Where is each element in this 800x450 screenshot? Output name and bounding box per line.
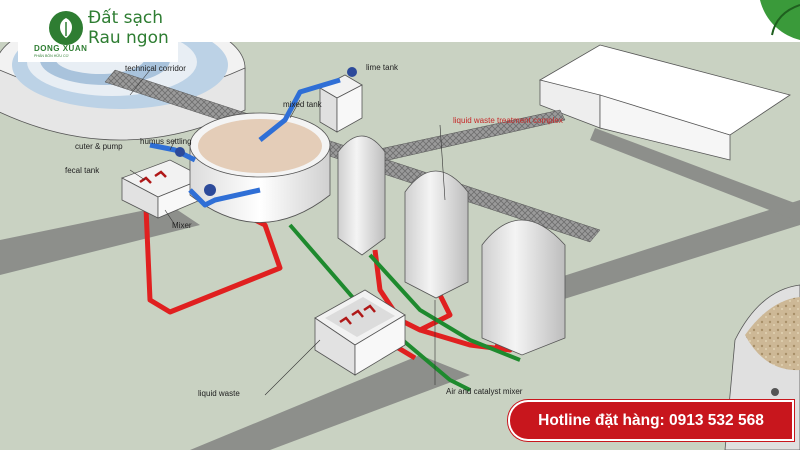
road-corridor-right [590, 128, 800, 222]
hotline-banner[interactable]: Hotline đặt hàng: 0913 532 568 [510, 402, 792, 439]
label-lime-tank: lime tank [366, 63, 399, 72]
hotline-text: Hotline đặt hàng: 0913 532 568 [538, 412, 764, 429]
central-mixing-tank [189, 112, 331, 223]
road-bottom [190, 355, 470, 450]
label-cuter-pump: cuter & pump [75, 142, 123, 151]
logo-name: DONG XUAN [34, 44, 88, 53]
leaf-logo-icon [49, 11, 83, 45]
corner-leaf-icon [760, 0, 800, 40]
slogan-line-2: Rau ngon [88, 28, 169, 48]
label-mixer: Mixer [172, 221, 192, 230]
label-mixed-tank: mixed tank [283, 100, 322, 109]
brand-slogan: Đất sạch Rau ngon [88, 8, 169, 48]
label-fecal-tank: fecal tank [65, 166, 100, 175]
road-right [520, 200, 800, 305]
warehouse-building [538, 44, 791, 161]
silo-1 [337, 135, 386, 256]
road-lower-left [0, 205, 200, 275]
callout-lines [129, 69, 446, 396]
label-air-catalyst-mixer: Air and catalyst mixer [446, 387, 523, 396]
liquid-waste-box [314, 289, 406, 376]
silo-2 [404, 170, 469, 299]
logo-tagline: PHÂN BÓN HỮU CƠ [34, 54, 69, 58]
blue-pipe-network [149, 77, 341, 208]
pump-motor [204, 184, 216, 196]
label-humus-settling: humus settling [140, 137, 192, 146]
label-liquid-waste-complex: liquid waste treatment complex [453, 116, 563, 125]
silo-3 [481, 219, 566, 356]
label-liquid-waste: liquid waste [198, 389, 240, 398]
slogan-line-1: Đất sạch [88, 8, 164, 28]
brand-logo: DONG XUAN PHÂN BÓN HỮU CƠ [18, 2, 178, 62]
lime-tank [319, 67, 363, 133]
label-technical-corridor: technical corridor [125, 64, 186, 73]
